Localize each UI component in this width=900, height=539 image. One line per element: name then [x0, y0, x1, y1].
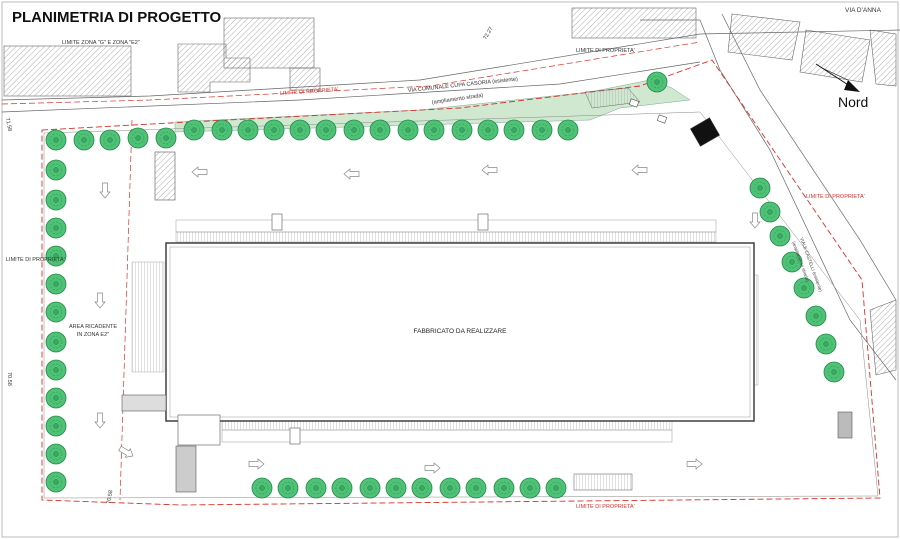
label-elev-left-mid: 70.58 — [6, 372, 12, 386]
lot-outline — [43, 111, 879, 499]
label-area-e2-2: IN ZONA E2" — [77, 332, 109, 338]
property-boundary — [41, 59, 881, 506]
entrance-ramp — [584, 87, 668, 124]
north-arrow-icon — [815, 63, 860, 92]
label-limite-proprieta-left: LIMITE DI PROPRIETA' — [6, 257, 65, 263]
label-elev-bottom: 70.58 — [106, 490, 114, 505]
ancillary-structures — [121, 117, 853, 493]
parking-left — [131, 261, 165, 373]
parking-bottom — [221, 419, 673, 443]
north-label: Nord — [838, 94, 869, 110]
property-line-road — [1, 41, 701, 105]
page-title: PLANIMETRIA DI PROGETTO — [12, 9, 222, 26]
label-limite-zona: LIMITE ZONA "G" E ZONA "E2" — [62, 40, 140, 46]
label-fabbricato: FABBRICATO DA REALIZZARE — [414, 328, 508, 335]
label-limite-proprieta-bottom: LIMITE DI PROPRIETA' — [576, 504, 635, 510]
label-elev-top: 72.27 — [483, 26, 495, 41]
label-area-e2-1: AREA RICADENTE — [69, 324, 117, 330]
zone-limit-line — [119, 119, 133, 501]
existing-buildings — [3, 7, 897, 376]
label-elev-left-top: 71.58 — [4, 117, 12, 132]
label-via-anna: VIA D'ANNA — [845, 7, 882, 14]
label-limite-proprieta-topright: LIMITE DI PROPRIETA' — [576, 48, 635, 54]
roads — [1, 13, 900, 381]
main-building — [165, 242, 755, 422]
label-limite-proprieta-top: LIMITE DI PROPRIETA' — [280, 87, 339, 97]
parking-top — [175, 219, 717, 243]
label-limite-proprieta-right: LIMITE DI PROPRIETA' — [806, 194, 865, 200]
